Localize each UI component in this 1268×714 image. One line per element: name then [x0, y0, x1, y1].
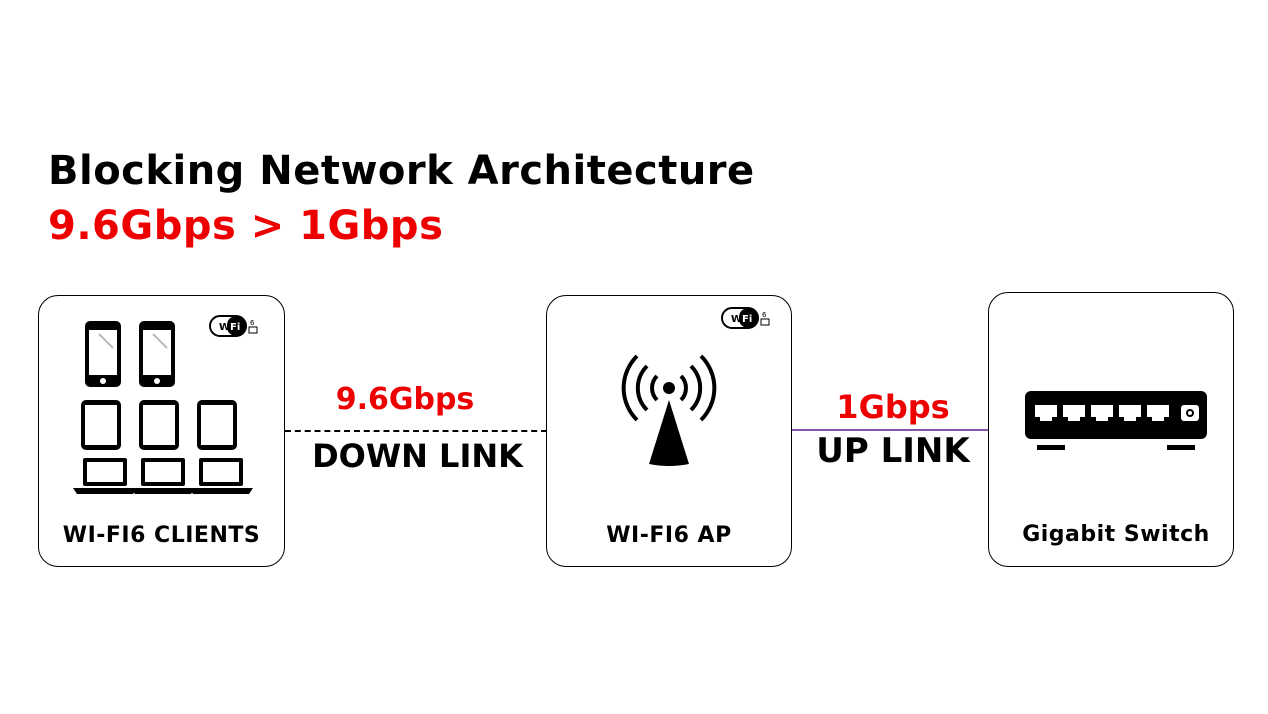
smartphone-icon: [139, 321, 175, 387]
svg-text:Fi: Fi: [742, 314, 752, 325]
uplink-speed: 1Gbps: [836, 388, 950, 426]
laptop-icon: [131, 458, 195, 494]
clients-box: Wi Fi 6: [38, 295, 285, 567]
switch-box: Gigabit Switch: [988, 292, 1234, 567]
laptop-icon: [73, 458, 137, 494]
network-switch-icon: [1025, 391, 1207, 450]
antenna-icon: [621, 354, 717, 466]
wifi-logo-icon: Wi Fi 6: [209, 315, 258, 337]
tablet-icon: [139, 400, 179, 450]
downlink-line: [285, 430, 547, 432]
downlink-speed: 9.6Gbps: [335, 382, 475, 417]
svg-text:Wi: Wi: [731, 314, 745, 325]
laptop-icon: [189, 458, 253, 494]
diagram-title: Blocking Network Architecture: [48, 148, 755, 194]
smartphone-icon: [85, 321, 121, 387]
tablet-icon: [197, 400, 237, 450]
diagram-subtitle: 9.6Gbps > 1Gbps: [48, 203, 444, 249]
wifi-logo-icon: Wi Fi 6: [721, 307, 770, 329]
clients-label: WI-FI6 CLIENTS: [62, 523, 261, 548]
client-devices: [73, 321, 253, 494]
uplink-name: UP LINK: [816, 431, 970, 471]
switch-label: Gigabit Switch: [1022, 522, 1210, 547]
svg-text:Wi: Wi: [219, 322, 233, 333]
ap-box: Wi Fi 6 WI-FI6 AP: [546, 295, 792, 567]
svg-text:6: 6: [250, 319, 255, 327]
svg-text:Fi: Fi: [230, 322, 240, 333]
svg-text:6: 6: [762, 311, 767, 319]
ap-label: WI-FI6 AP: [606, 523, 732, 548]
uplink-line: [792, 429, 989, 431]
downlink-name: DOWN LINK: [312, 437, 523, 475]
tablet-icon: [81, 400, 121, 450]
